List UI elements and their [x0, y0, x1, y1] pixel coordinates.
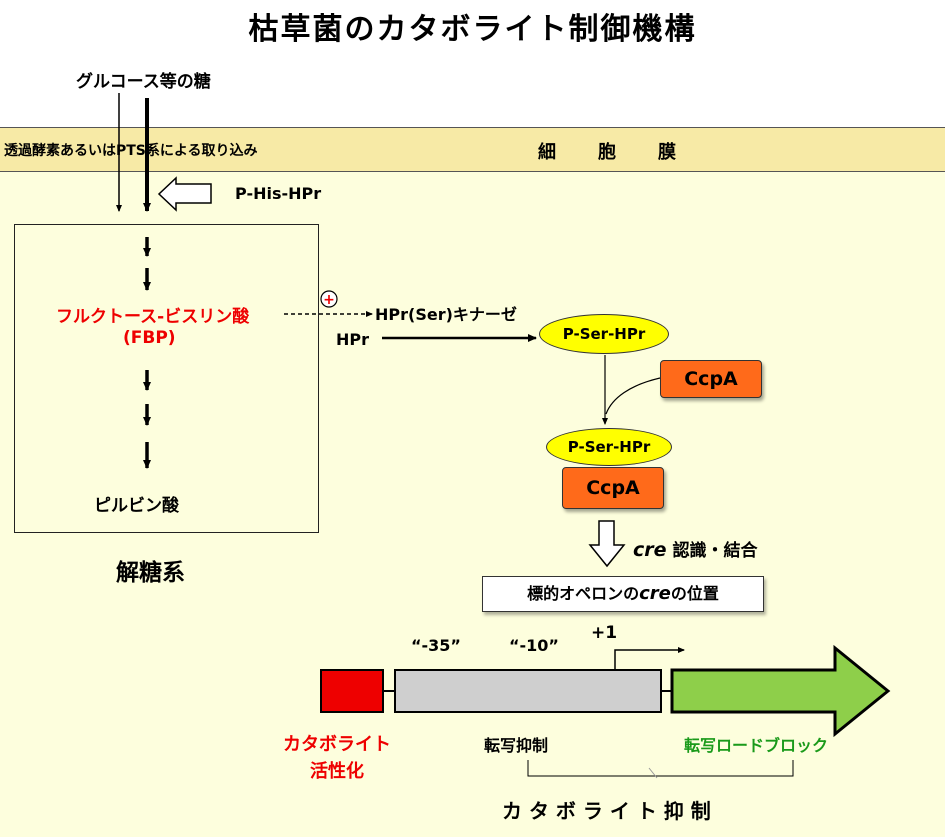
gene-body-arrow — [670, 644, 891, 738]
catabolite-activation-site — [320, 669, 384, 713]
cre-hollow-down-arrow — [588, 520, 626, 568]
membrane-uptake-label: 透過酵素あるいはPTS系による取り込み — [4, 143, 258, 159]
cre-recognition-text: 認識・結合 — [666, 541, 758, 561]
cell-membrane — [0, 127, 945, 172]
p-his-hpr-label: P-His-HPr — [235, 184, 322, 203]
cre-italic-text: cre — [633, 539, 667, 561]
ccpa-join-curve — [605, 377, 661, 415]
hpr-label: HPr — [336, 330, 370, 349]
glycolysis-box — [14, 224, 319, 533]
promoter-region — [394, 669, 662, 713]
catabolite-activation-label: カタボライト — [283, 734, 391, 755]
operon-text-post: の位置 — [670, 584, 719, 603]
glycolysis-label: 解糖系 — [116, 560, 185, 586]
cytoplasm-background — [0, 170, 945, 837]
operon-text-pre: 標的オペロンの — [527, 584, 640, 603]
plus-circle — [320, 290, 338, 308]
fbp-label: フルクトース-ビスリン酸 — [56, 307, 250, 327]
sugar-label: グルコース等の糖 — [76, 72, 211, 92]
minus10-label: “-10” — [509, 636, 559, 655]
p-ser-hpr-oval: P-Ser-HPr — [539, 314, 669, 354]
p-ser-hpr-complex-oval: P-Ser-HPr — [546, 428, 672, 466]
ccpa-complex-box: CcpA — [562, 467, 664, 509]
catabolite-activation-label-2: 活性化 — [310, 761, 364, 782]
plus1-label: +1 — [591, 623, 618, 643]
transcription-roadblock-label: 転写ロードブロック — [684, 736, 829, 755]
catabolite-repression-bracket — [527, 760, 794, 777]
p-his-hpr-hollow-arrow — [157, 176, 212, 212]
transcription-start-arrow — [614, 647, 685, 670]
target-operon-cre-box: 標的オペロンのcreの位置 — [482, 576, 764, 612]
membrane-label: 細 胞 膜 — [538, 142, 678, 163]
plus-sign: + — [323, 292, 335, 308]
cre-recognition-label: cre 認識・結合 — [633, 536, 757, 561]
diagram-title: 枯草菌のカタボライト制御機構 — [248, 12, 697, 47]
fbp-abbrev-label: (FBP) — [123, 328, 176, 348]
transcription-repression-label: 転写抑制 — [484, 736, 549, 755]
minus35-label: “-35” — [411, 636, 461, 655]
hpr-ser-kinase-label: HPr(Ser)キナーゼ — [375, 305, 517, 324]
pyruvate-label: ピルビン酸 — [94, 496, 179, 516]
operon-cre-italic: cre — [639, 583, 671, 604]
bracket-tick — [648, 767, 658, 779]
catabolite-repression-label: カ タ ボ ラ イ ト 抑 制 — [502, 799, 711, 823]
ccpa-box: CcpA — [660, 360, 762, 398]
